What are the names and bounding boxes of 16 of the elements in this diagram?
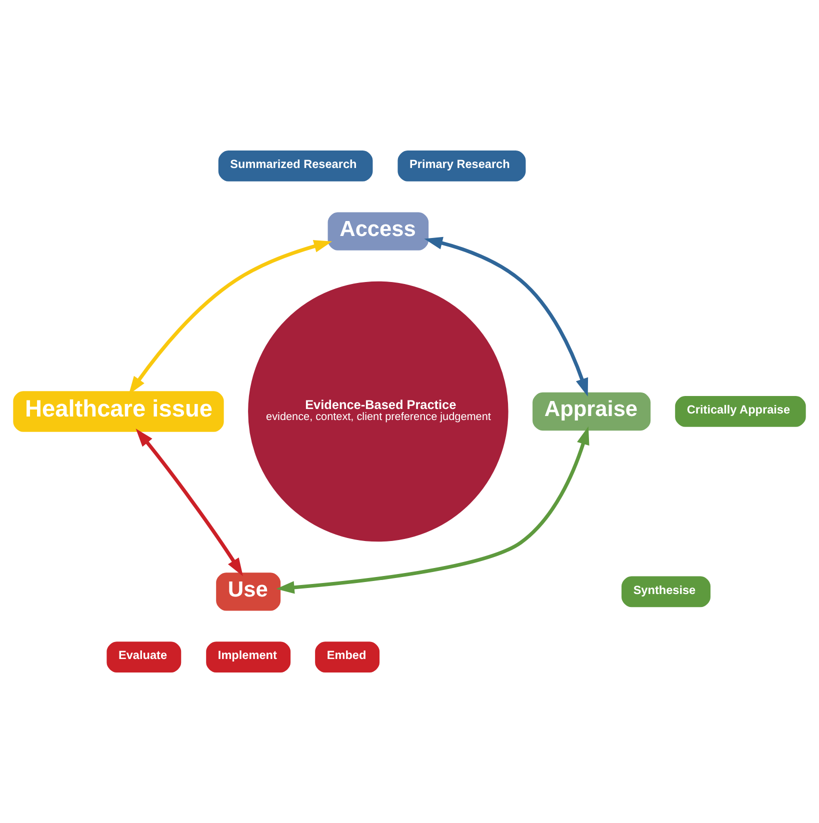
node-box: Evaluate bbox=[104, 640, 183, 674]
node-box: Access bbox=[326, 210, 430, 252]
node-box: Appraise bbox=[530, 390, 652, 432]
node-box: Primary Research bbox=[396, 148, 528, 184]
node-box: Critically Appraise bbox=[673, 394, 808, 429]
node-box: Use bbox=[214, 570, 282, 613]
node-box: Healthcare issue bbox=[11, 389, 226, 434]
arrow bbox=[128, 240, 332, 394]
node-box: Implement bbox=[204, 640, 292, 674]
node-circle: Evidence-Based Practice evidence, context, client preference judgement bbox=[246, 280, 510, 544]
arrow bbox=[136, 428, 244, 576]
node-box: Summarized Research bbox=[216, 148, 375, 184]
node-box: Embed bbox=[313, 640, 382, 674]
arrow bbox=[276, 426, 590, 594]
arrow bbox=[424, 236, 588, 397]
node-box: Synthesise bbox=[620, 574, 712, 609]
